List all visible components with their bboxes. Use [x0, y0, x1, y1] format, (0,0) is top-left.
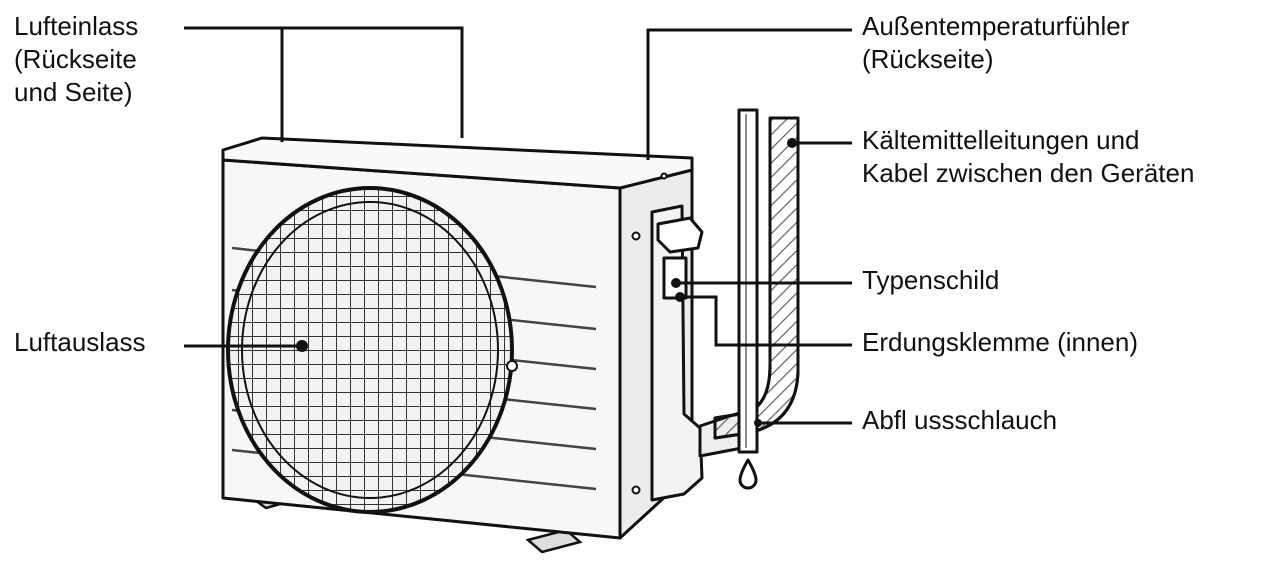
air-inlet-label-line2: (Rückseite — [14, 44, 137, 74]
refrigerant-pipes-label: Kältemittelleitungen und Kabel zwischen … — [862, 124, 1194, 190]
ground-terminal-label: Erdungsklemme (innen) — [862, 327, 1139, 357]
refrigerant-pipes — [698, 108, 800, 490]
air-inlet-label-line1: Lufteinlass — [14, 11, 139, 41]
side-screws — [631, 172, 668, 495]
fan-grille — [226, 186, 518, 514]
type-plate-label: Typenschild — [862, 265, 1000, 295]
service-cover — [650, 204, 704, 502]
refrigerant-pipes-label-line2: Kabel zwischen den Geräten — [862, 158, 1195, 188]
outside-temp-sensor-label-line1: Außentemperaturfühler — [862, 11, 1130, 41]
air-inlet-label-line3: und Seite) — [14, 77, 133, 107]
leader-lines — [184, 26, 852, 425]
leader-dots — [296, 138, 797, 427]
drain-hose-label: Abfl ussschlauch — [862, 405, 1058, 435]
air-inlet-label: Lufteinlass (Rückseite und Seite) — [14, 10, 138, 109]
outside-temp-sensor-label: Außentemperaturfühler (Rückseite) — [862, 10, 1129, 76]
refrigerant-pipes-label-line1: Kältemittelleitungen und — [862, 125, 1140, 155]
outside-temp-sensor-label-line2: (Rückseite) — [862, 44, 994, 74]
air-outlet-label: Luftauslass — [14, 327, 146, 357]
